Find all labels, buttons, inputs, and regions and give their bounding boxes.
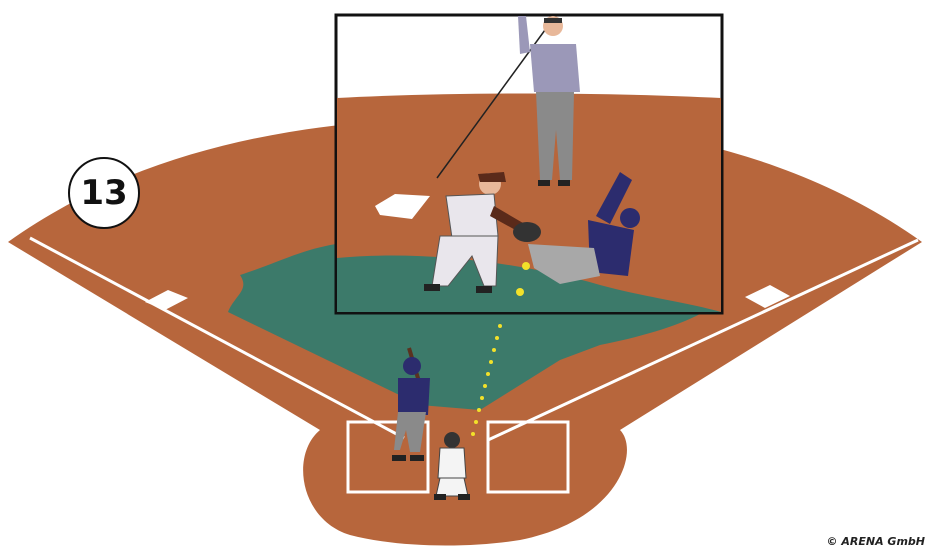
- ball-inset-2: [516, 288, 524, 296]
- play-number-label: 13: [68, 162, 140, 224]
- ball-inset: [522, 262, 530, 270]
- close-up-inset: [336, 15, 722, 313]
- copyright-text: © ARENA GmbH: [827, 535, 925, 548]
